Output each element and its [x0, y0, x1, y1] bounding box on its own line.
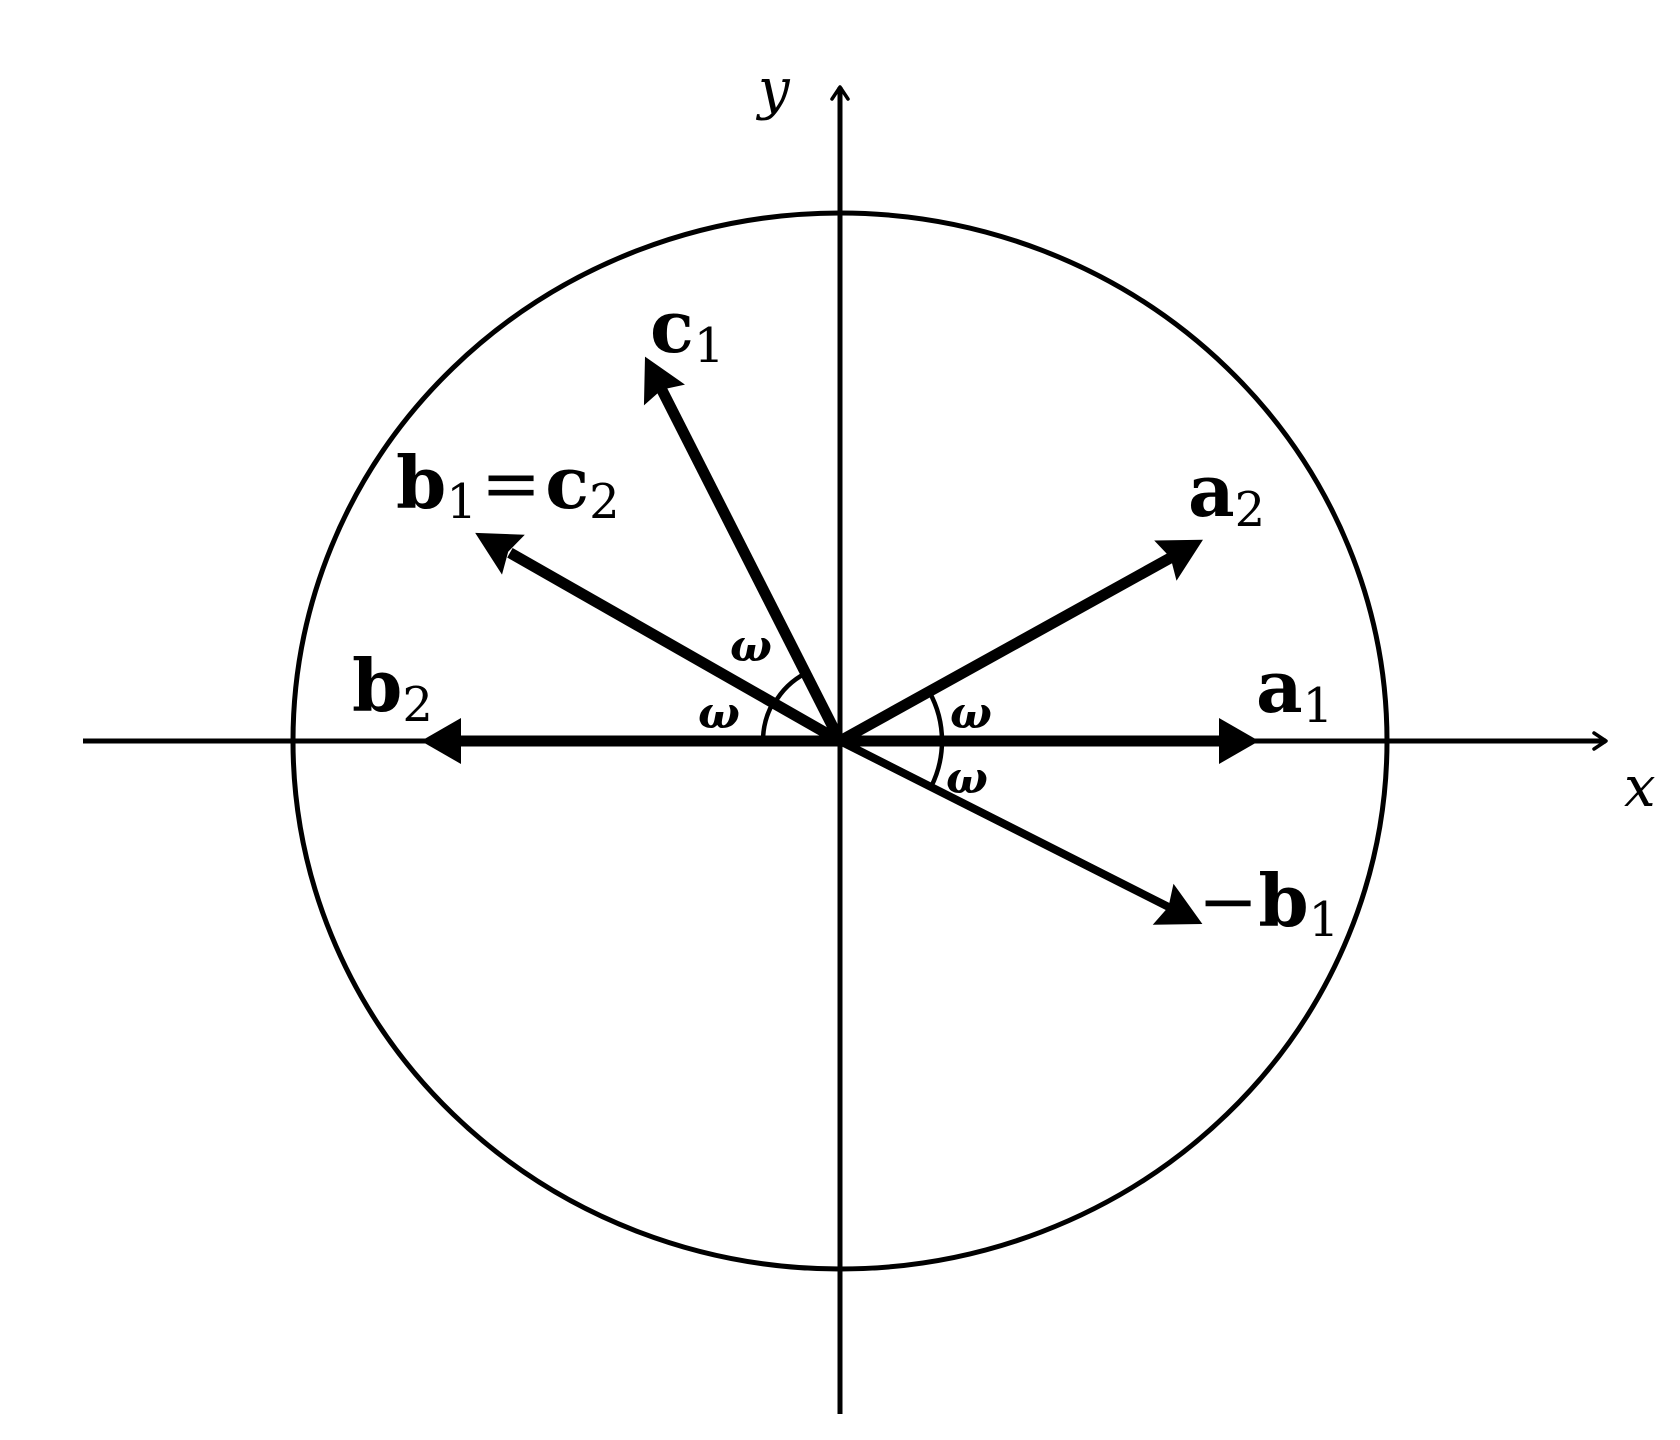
angle-arc-b1-c1	[772, 671, 807, 705]
vector-a1-arrow	[840, 718, 1259, 764]
omega-label-b1-c1: ω	[730, 621, 772, 672]
label-b1-eq-c2: b1=c2	[396, 440, 620, 530]
vector-c1-arrow	[643, 356, 845, 744]
label-a1: a1	[1256, 644, 1333, 734]
omega-label-a1-negb1: ω	[946, 753, 988, 804]
vector-b1-arrow	[475, 532, 843, 746]
label-neg-b1: −b1	[1198, 858, 1339, 948]
vector-b2-arrow	[421, 718, 840, 764]
vector-a2-arrow	[837, 539, 1203, 746]
angle-arc-b2-b1	[760, 701, 776, 742]
label-c1: c1	[650, 284, 724, 374]
omega-label-a1-a2: ω	[950, 688, 992, 739]
x-axis-label: x	[1624, 755, 1656, 820]
angle-arc-a1-a2	[927, 690, 945, 742]
omega-label-b2-b1: ω	[698, 688, 740, 739]
label-b2: b2	[352, 643, 433, 733]
vector-neg-b1-arrow	[838, 737, 1203, 925]
angle-arc-a1-negb1	[928, 740, 945, 789]
label-a2: a2	[1188, 448, 1265, 538]
y-axis-label: y	[755, 57, 791, 122]
